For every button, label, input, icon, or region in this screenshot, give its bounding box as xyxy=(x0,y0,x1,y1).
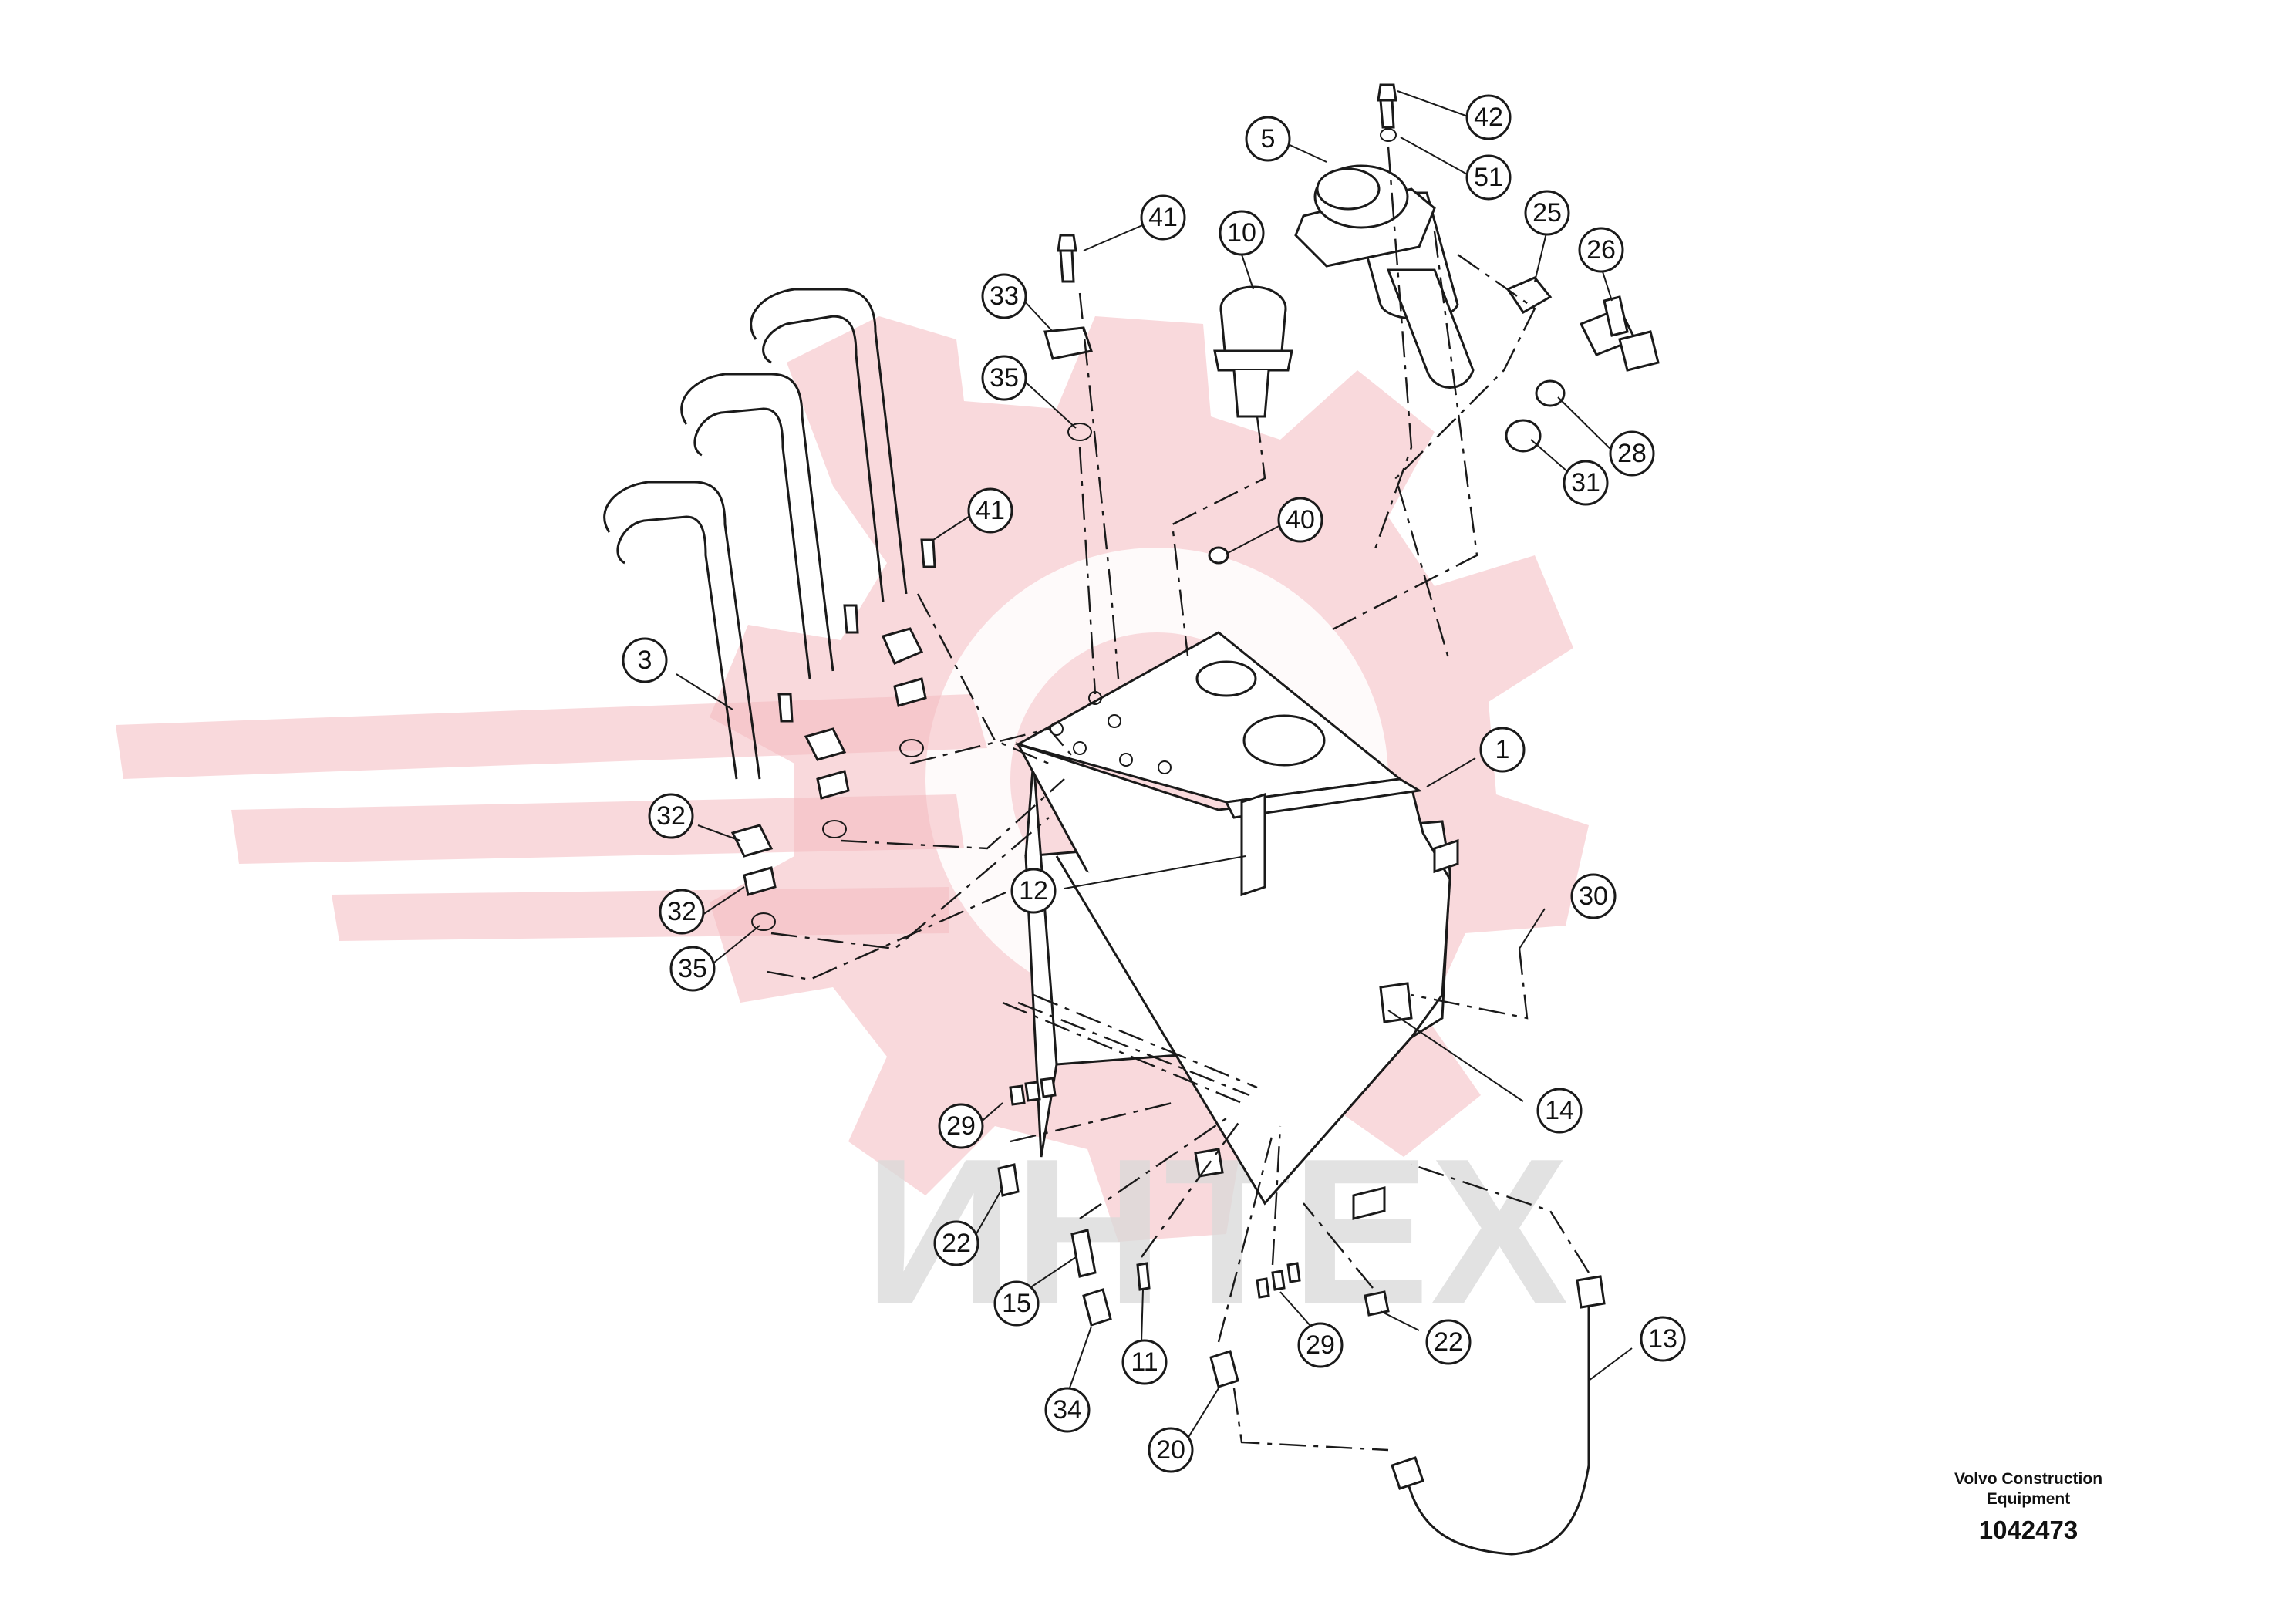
callout-51: 51 xyxy=(1465,154,1512,201)
callout-35-lower: 35 xyxy=(669,946,716,992)
svg-text:15: 15 xyxy=(1002,1289,1031,1318)
callout-22-left: 22 xyxy=(933,1220,979,1266)
svg-text:35: 35 xyxy=(990,363,1019,393)
svg-text:32: 32 xyxy=(656,801,686,831)
svg-text:3: 3 xyxy=(638,646,652,675)
svg-text:26: 26 xyxy=(1586,235,1616,265)
callout-10: 10 xyxy=(1219,210,1265,256)
svg-text:11: 11 xyxy=(1131,1347,1158,1377)
svg-text:28: 28 xyxy=(1617,439,1647,468)
drawing-number: 1042473 xyxy=(1978,1516,2079,1544)
svg-text:33: 33 xyxy=(990,282,1019,311)
svg-text:25: 25 xyxy=(1532,198,1562,228)
callout-33: 33 xyxy=(981,273,1027,319)
svg-text:29: 29 xyxy=(946,1111,976,1141)
svg-text:51: 51 xyxy=(1474,163,1503,192)
svg-text:5: 5 xyxy=(1261,124,1276,153)
center-lines xyxy=(767,146,1590,1452)
callout-14: 14 xyxy=(1536,1088,1583,1134)
company-name: Volvo Construction Equipment xyxy=(1954,1470,2103,1508)
svg-text:13: 13 xyxy=(1648,1324,1677,1354)
callout-12: 12 xyxy=(1010,868,1057,914)
callout-41-top: 41 xyxy=(1140,194,1186,241)
svg-text:12: 12 xyxy=(1019,876,1048,905)
callout-5: 5 xyxy=(1245,116,1291,162)
callout-26: 26 xyxy=(1578,227,1624,273)
callout-29-right: 29 xyxy=(1297,1322,1344,1368)
callouts: 42 5 51 25 26 41 10 33 35 28 31 41 40 3 … xyxy=(622,94,1686,1473)
callout-34: 34 xyxy=(1044,1387,1091,1433)
svg-text:30: 30 xyxy=(1579,882,1608,911)
callout-40: 40 xyxy=(1277,497,1323,543)
svg-text:10: 10 xyxy=(1227,218,1256,248)
fittings-group-top-right xyxy=(1505,276,1660,453)
svg-text:1: 1 xyxy=(1495,735,1510,764)
callout-29-left: 29 xyxy=(938,1103,984,1149)
svg-text:14: 14 xyxy=(1545,1096,1574,1125)
svg-text:42: 42 xyxy=(1474,103,1503,132)
svg-text:32: 32 xyxy=(667,897,696,926)
callout-22-right: 22 xyxy=(1425,1319,1472,1365)
callout-28: 28 xyxy=(1609,430,1655,477)
svg-text:22: 22 xyxy=(942,1229,971,1258)
lower-fittings-hose xyxy=(997,1077,1606,1556)
breather xyxy=(1213,285,1293,418)
svg-text:41: 41 xyxy=(976,496,1005,525)
callout-32-upper: 32 xyxy=(648,793,694,839)
svg-text:20: 20 xyxy=(1156,1435,1185,1465)
return-tubes xyxy=(603,288,908,780)
hydraulic-tank xyxy=(1015,631,1459,1220)
callout-32-lower: 32 xyxy=(659,889,705,935)
svg-text:41: 41 xyxy=(1148,203,1178,232)
svg-text:31: 31 xyxy=(1571,468,1600,497)
clamps-bolts-orings xyxy=(730,83,1397,931)
callout-42: 42 xyxy=(1465,94,1512,140)
callout-11: 11 xyxy=(1121,1339,1168,1385)
callout-3: 3 xyxy=(622,637,668,683)
callout-30: 30 xyxy=(1570,873,1617,919)
callout-20: 20 xyxy=(1148,1427,1194,1473)
svg-text:34: 34 xyxy=(1053,1395,1082,1425)
callout-13: 13 xyxy=(1640,1316,1686,1362)
callout-41-mid: 41 xyxy=(967,487,1013,534)
callout-31: 31 xyxy=(1563,460,1609,506)
svg-text:40: 40 xyxy=(1286,505,1315,534)
callout-25: 25 xyxy=(1524,190,1570,236)
brand-block: Volvo Construction Equipment 1042473 xyxy=(1928,1469,2129,1545)
callout-35-top: 35 xyxy=(981,355,1027,401)
svg-text:29: 29 xyxy=(1306,1330,1335,1360)
svg-text:35: 35 xyxy=(678,954,707,983)
callout-1: 1 xyxy=(1479,727,1526,773)
return-filter-assembly xyxy=(1294,164,1475,389)
svg-text:22: 22 xyxy=(1434,1327,1463,1357)
callout-15: 15 xyxy=(993,1280,1040,1327)
